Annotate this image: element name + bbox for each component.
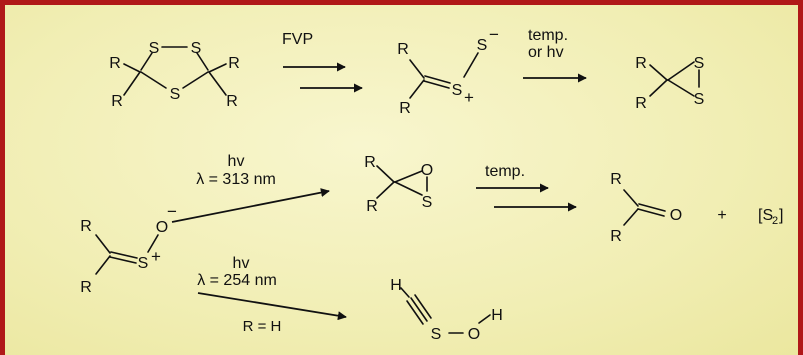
bond xyxy=(140,71,167,89)
atom-r: R xyxy=(364,154,376,171)
atom-r: R xyxy=(366,198,378,215)
plus-sign: + xyxy=(717,207,726,224)
atom-o: O xyxy=(468,326,480,343)
o-h-bond xyxy=(478,314,491,324)
bond xyxy=(123,63,141,73)
bond xyxy=(208,63,227,73)
reaction-arrow xyxy=(171,188,330,223)
atom-r: R xyxy=(635,95,647,112)
bond xyxy=(649,64,668,81)
atom-r: R xyxy=(399,100,411,117)
temp-label: temp. xyxy=(485,163,525,180)
double-bond xyxy=(637,208,665,217)
atom-s: S xyxy=(694,91,705,108)
atom-r: R xyxy=(610,171,622,188)
bond xyxy=(649,79,668,97)
bond xyxy=(182,71,209,89)
atom-o: O xyxy=(670,207,682,224)
thiocarbonyl-s-sulfide: R R S + S − xyxy=(397,25,499,117)
wavelength-313-label: λ = 313 nm xyxy=(196,171,276,188)
bond xyxy=(667,61,695,81)
bond xyxy=(196,52,209,71)
bond xyxy=(123,71,141,96)
atom-r: R xyxy=(397,41,409,58)
atom-o: O xyxy=(156,219,168,236)
bond xyxy=(409,59,425,79)
thiosulfine-product: H S O H xyxy=(390,277,503,343)
bond xyxy=(667,79,695,97)
fvp-label: FVP xyxy=(282,31,313,48)
hv-label: hv xyxy=(228,153,245,170)
atom-r: R xyxy=(80,279,92,296)
wavelength-254-label: λ = 254 nm xyxy=(197,272,277,289)
hv-label: hv xyxy=(233,255,250,272)
atom-s: S xyxy=(694,55,705,72)
bond xyxy=(95,234,111,254)
atom-s: S xyxy=(477,37,488,54)
atom-s: S xyxy=(170,86,181,103)
atom-h: H xyxy=(491,307,503,324)
atom-r: R xyxy=(610,228,622,245)
atom-o: O xyxy=(421,162,433,179)
disulfur: [S 2 ] xyxy=(758,207,783,227)
atom-s: S xyxy=(191,40,202,57)
dithiirane: S S R R xyxy=(635,55,704,112)
trithiolane: S S S R R R R xyxy=(109,40,240,110)
negative-charge: − xyxy=(489,25,499,44)
s2-open: [S xyxy=(758,207,773,224)
bond xyxy=(394,181,423,196)
sulfine: R R S + O − xyxy=(80,202,177,296)
atom-r: R xyxy=(80,218,92,235)
or-hv-label: or hv xyxy=(528,44,564,61)
bond xyxy=(147,234,159,253)
double-bond xyxy=(110,251,138,259)
double-bond xyxy=(638,203,666,212)
r-equals-h-label: R = H xyxy=(243,318,282,335)
positive-charge: + xyxy=(151,247,161,266)
atom-s: S xyxy=(452,82,463,99)
double-bond xyxy=(109,256,137,264)
atom-r: R xyxy=(228,55,240,72)
negative-charge: − xyxy=(167,202,177,221)
bond xyxy=(623,189,639,207)
atom-s: S xyxy=(149,40,160,57)
bond xyxy=(623,208,639,226)
bond xyxy=(140,52,153,71)
bond xyxy=(376,165,395,183)
bond xyxy=(376,181,395,199)
triple-bond xyxy=(410,297,428,322)
bond xyxy=(463,52,479,78)
temp-label: temp. xyxy=(528,27,568,44)
bond xyxy=(208,71,227,96)
atom-s: S xyxy=(431,326,442,343)
positive-charge: + xyxy=(464,88,474,107)
s2-close: ] xyxy=(779,207,783,224)
atom-s: S xyxy=(138,255,149,272)
atom-s: S xyxy=(422,194,433,211)
atom-r: R xyxy=(109,55,121,72)
bond xyxy=(409,79,425,99)
double-bond xyxy=(424,75,451,84)
bond xyxy=(394,170,423,183)
triple-bond xyxy=(414,294,432,319)
ketone: R R O xyxy=(610,171,682,245)
atom-h: H xyxy=(390,277,402,294)
oxathiirane: O S R R xyxy=(364,154,433,215)
atom-r: R xyxy=(226,93,238,110)
s2-subscript: 2 xyxy=(772,215,778,227)
atom-r: R xyxy=(635,55,647,72)
atom-r: R xyxy=(111,93,123,110)
bond xyxy=(400,287,410,298)
triple-bond xyxy=(406,300,424,325)
bond xyxy=(95,255,111,275)
double-bond xyxy=(423,80,450,89)
reaction-arrow xyxy=(197,292,347,321)
